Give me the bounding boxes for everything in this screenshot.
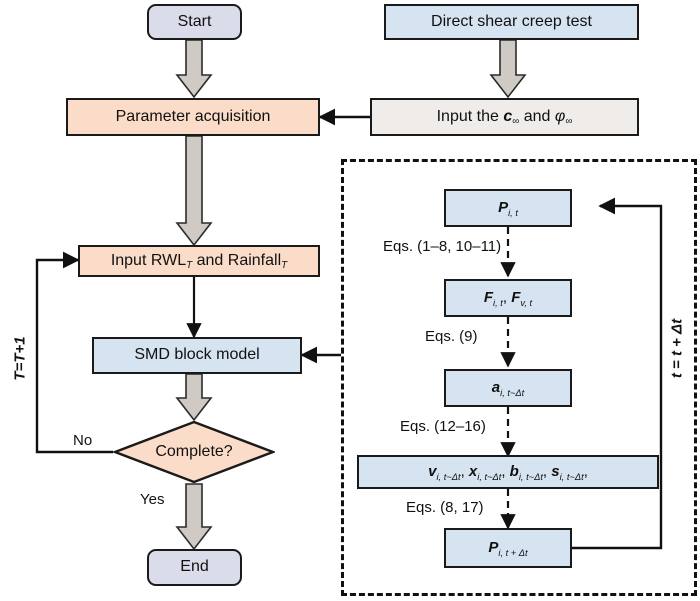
node-smd-block-model[interactable]: SMD block model xyxy=(92,337,302,374)
input-c-phi-c: c xyxy=(503,107,513,125)
f-it-subscript: i, t xyxy=(493,297,503,308)
node-p-next[interactable]: Pi, t + Δt xyxy=(444,528,572,568)
edge-label-eqs-8-17: Eqs. (8, 17) xyxy=(406,499,484,516)
b-subscript: i, t~Δt xyxy=(518,471,543,482)
f-vt-subscript: v, t xyxy=(520,297,533,308)
loop-label-inner: t = t + Δt xyxy=(668,318,686,379)
node-v-x-b-s-label: vi, t~Δt, xi, t~Δt, bi, t~Δt, si, t~Δt, xyxy=(428,463,588,482)
loop-label-outer: T=T+1 xyxy=(11,336,29,381)
node-parameter-acquisition[interactable]: Parameter acquisition xyxy=(66,98,320,136)
input-rwl-mid: and Rainfall xyxy=(192,251,282,269)
node-end-label: End xyxy=(180,558,209,576)
node-smd-block-model-label: SMD block model xyxy=(134,346,260,364)
arrow-creeptest-to-inputcphi xyxy=(489,39,527,99)
node-input-c-phi[interactable]: Input the c∞ and φ∞ xyxy=(370,98,639,136)
node-direct-shear-creep-test[interactable]: Direct shear creep test xyxy=(384,4,639,40)
input-c-phi-phi-sub: ∞ xyxy=(565,116,573,128)
node-f-it-f-vt-label: Fi, t, Fv, t xyxy=(483,289,533,308)
x-subscript: i, t~Δt xyxy=(477,471,502,482)
node-end[interactable]: End xyxy=(147,549,242,586)
node-a-i[interactable]: ai, t~Δt xyxy=(444,369,572,407)
arrow-start-to-parameter xyxy=(175,39,213,99)
input-rwl-sub-2: T xyxy=(281,260,288,272)
node-complete-decision[interactable]: Complete? xyxy=(113,420,275,484)
node-start[interactable]: Start xyxy=(147,4,242,40)
node-p-next-label: Pi, t + Δt xyxy=(488,539,528,558)
input-c-phi-mid: and xyxy=(519,107,555,125)
p-it-symbol: P xyxy=(498,199,509,217)
arrow-smd-to-complete xyxy=(175,373,213,422)
vxbs-sep-3: , xyxy=(542,463,552,481)
node-input-c-phi-label: Input the c∞ and φ∞ xyxy=(436,107,573,128)
p-next-subscript: i, t + Δt xyxy=(498,547,528,558)
edge-label-yes: Yes xyxy=(140,491,165,508)
b-symbol: b xyxy=(509,463,519,481)
node-start-label: Start xyxy=(177,12,212,30)
f-vt-symbol: F xyxy=(511,289,521,307)
node-p-it-label: Pi, t xyxy=(498,199,518,218)
subprocess-dashed-container xyxy=(341,159,697,596)
edge-label-eqs-1-8-10-11: Eqs. (1–8, 10–11) xyxy=(383,238,502,255)
node-input-rwl-rainfall-label: Input RWLT and RainfallT xyxy=(110,251,288,272)
node-v-x-b-s[interactable]: vi, t~Δt, xi, t~Δt, bi, t~Δt, si, t~Δt, xyxy=(357,455,659,489)
f-separator: , xyxy=(502,289,512,307)
vxbs-sep-4: , xyxy=(583,463,588,481)
p-it-subscript: i, t xyxy=(508,207,518,218)
v-subscript: i, t~Δt xyxy=(436,471,461,482)
input-c-phi-c-sub: ∞ xyxy=(512,116,520,128)
node-parameter-acquisition-label: Parameter acquisition xyxy=(115,107,271,125)
v-symbol: v xyxy=(428,463,437,481)
arrow-parameter-to-inputrwl xyxy=(175,135,213,247)
f-it-symbol: F xyxy=(483,289,494,307)
edge-label-no: No xyxy=(73,432,93,449)
input-c-phi-prefix: Input the xyxy=(436,107,504,125)
input-rwl-sub-1: T xyxy=(186,260,193,272)
a-subscript: i, t~Δt xyxy=(500,387,525,398)
s-symbol: s xyxy=(551,463,560,481)
arrow-complete-yes-to-end xyxy=(175,483,213,551)
vxbs-sep-2: , xyxy=(501,463,510,481)
a-symbol: a xyxy=(491,379,501,397)
node-a-i-label: ai, t~Δt xyxy=(491,379,525,398)
input-rwl-prefix: Input RWL xyxy=(110,251,187,269)
input-c-phi-phi: φ xyxy=(554,107,566,125)
edge-label-eqs-12-16: Eqs. (12–16) xyxy=(400,418,486,435)
node-f-it-f-vt[interactable]: Fi, t, Fv, t xyxy=(444,279,572,317)
vxbs-sep-1: , xyxy=(460,463,469,481)
p-next-symbol: P xyxy=(488,539,499,557)
node-direct-shear-creep-test-label: Direct shear creep test xyxy=(431,12,592,30)
node-input-rwl-rainfall[interactable]: Input RWLT and RainfallT xyxy=(78,245,320,277)
s-subscript: i, t~Δt xyxy=(559,471,584,482)
node-p-it[interactable]: Pi, t xyxy=(444,189,572,227)
edge-label-eqs-9: Eqs. (9) xyxy=(425,328,478,345)
x-symbol: x xyxy=(468,463,478,481)
